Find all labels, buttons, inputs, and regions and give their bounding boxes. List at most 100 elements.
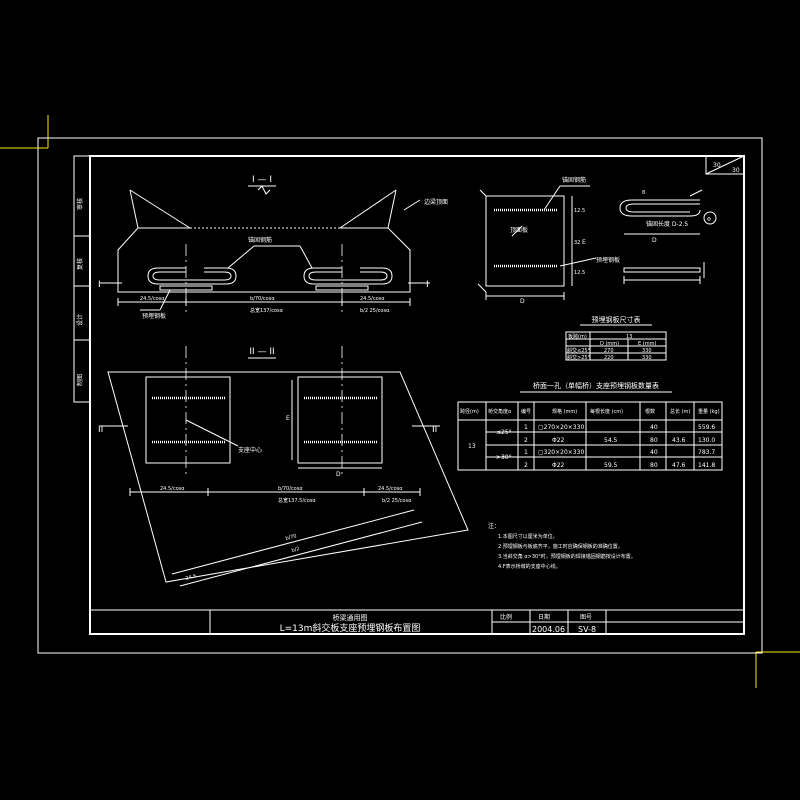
corner-code-a: 30 [713,162,721,169]
corner-code-b: 30 [732,167,740,174]
section-ii-dim-e: E [286,415,290,422]
size-r1c2: 330 [642,355,652,361]
section-ii-dim-left: 24.5/cosα [160,486,185,492]
hook-dia: Φ [707,217,711,223]
plate-anchor-label: 锚固钢筋 [562,176,586,184]
qty-g1r1-spec: Φ22 [552,462,565,469]
side-strip: 审核 复核 设计 制图 [73,155,91,403]
qty-g1r1-count: 80 [650,462,658,469]
section-i-anchor-label: 锚固钢筋 [248,236,272,244]
notes-block: 注： 1.本图尺寸以厘米为单位。 2.预埋钢板与板底齐平，施工时应确保钢板的准确… [488,522,636,570]
qty-g0r1-spec: Φ22 [552,437,565,444]
section-ii-right-mark: II [432,425,437,435]
section-i-plate-label: 预埋钢板 [142,312,166,320]
size-sh1: D (mm) [600,341,619,347]
qty-h4: 每根长度 (cm) [590,408,623,415]
side-label-3: 设计 [76,314,84,326]
plate-side-h1: 12.5 [574,208,585,214]
hook-note: 锚固长度 D-2.5 [646,220,688,228]
plate-side-h3: 12.5 [574,270,585,276]
section-ii-view: II — II II II 支座中心 D E [98,346,469,587]
qty-h5: 根数 [645,408,655,415]
size-r0c0: 斜交≤25° [567,347,591,354]
crop-marks [0,115,800,688]
size-table: 预埋钢板尺寸表 板跨(m) 13 D (mm) E (mm) 斜交≤25° 27… [565,315,667,361]
section-i-dim-right: 24.5/cosα [360,296,385,302]
note-1: 1.本图尺寸以厘米为单位。 [498,533,558,540]
qty-h1: 桥交角度α [488,408,512,415]
note-2: 2.预埋钢板与板底齐平，施工时应确保钢板的准确位置。 [498,543,623,550]
qty-g1r1-total: 47.6 [672,462,686,469]
title-sheet-no: SV-8 [578,625,596,634]
section-i-dim-mid: b/70/cosα [250,296,275,302]
section-i-dim-right2: b/2 25/cosα [360,308,390,314]
size-r0c1: 270 [604,348,614,354]
sheet-outer-border [37,137,763,654]
plate-top-face-label: 顶面板 [510,226,528,234]
qty-h7: 重量 (kg) [698,408,720,415]
plate-dim-e: E [582,239,586,246]
section-ii-skew-left: 24.5 [185,573,197,582]
qty-g1r0-weight: 783.7 [698,449,715,456]
section-ii-dim-total: 总宽137.5/cosα [278,497,316,504]
size-h1: 13 [626,334,632,340]
side-label-1: 审核 [76,198,84,210]
qty-g1r1-len: 59.5 [604,462,618,469]
qty-g1r0-count: 40 [650,449,658,456]
note-3: 3.当斜交角 α>30°时，预埋钢板的焊接锚固钢筋按设计布置。 [498,553,636,560]
section-i-view: I — I I I 锚固钢筋 边梁顶面 [98,175,448,320]
section-i-dim-total: 总宽137/cosα [250,307,284,314]
qty-table-title: 桥面一孔（单幅桥）支座预埋钢板数量表 [533,381,659,390]
section-ii-dim-right2: b/2 25/cosα [382,498,412,504]
section-i-dim-left: 24.5/cosα [140,296,165,302]
qty-h6: 总长 (m) [670,408,690,415]
section-i-beam-surface-label: 边梁顶面 [424,198,448,206]
size-r0c2: 330 [642,348,652,354]
title-date: 2004.06 [532,625,565,634]
qty-angle-0: ≤25° [496,429,512,436]
section-ii-dim-mid: b/70/cosα [278,486,303,492]
plate-side-h2: 32 [574,240,580,246]
section-i-title: I — I [252,175,272,185]
title-project: 桥梁通用图 [333,613,368,622]
title-drawing: L=13m斜交板支座预埋钢板布置图 [280,622,421,634]
section-ii-skew-a: b/70 [285,533,297,542]
size-r1c1: 220 [604,355,614,361]
size-r1c0: 斜交>25° [567,354,591,361]
title-date-label: 日期 [538,613,550,621]
qty-g0r1-no: 2 [524,437,528,444]
size-sh2: E (mm) [638,341,656,347]
qty-g0r1-len: 54.5 [604,437,618,444]
size-table-title: 预埋钢板尺寸表 [592,315,641,324]
qty-g0r1-weight: 130.0 [698,437,715,444]
qty-g1r0-no: 1 [524,449,528,456]
plate-detail-view: 锚固钢筋 顶面板 预埋钢板 12.5 32 12.5 E D 8 锚固长度 D-… [477,176,717,305]
title-block: 桥梁通用图 L=13m斜交板支座预埋钢板布置图 比例 日期 图号 2004.06… [90,609,744,634]
qty-g0r0-spec: ▢270×20×330 [538,424,584,431]
section-ii-title: II — II [249,347,274,357]
qty-g0r0-count: 40 [650,424,658,431]
qty-g1r1-no: 2 [524,462,528,469]
qty-span: 13 [468,443,476,450]
qty-g0r0-weight: 559.6 [698,424,715,431]
corner-code-box: 30 30 [705,155,745,175]
section-i-right-mark: I [426,280,429,290]
notes-title: 注： [488,522,500,530]
section-ii-left-mark: II [98,425,103,435]
qty-g0r0-no: 1 [524,424,528,431]
side-label-4: 制图 [76,374,84,386]
qty-g0r1-total: 43.6 [672,437,686,444]
qty-h3: 规格 (mm) [552,408,577,415]
section-i-left-mark: I [98,280,101,290]
hook-top-dim: 8 [642,190,645,196]
size-h0: 板跨(m) [568,333,587,340]
plate-dim-d: D [520,298,525,305]
title-sheet-label: 图号 [580,614,592,621]
section-ii-skew-b: b/2 [291,546,300,554]
plate-steel-label: 预埋钢板 [596,256,620,264]
quantity-table: 桥面一孔（单幅桥）支座预埋钢板数量表 跨径(m) 桥交角度α 编号 规格 (mm… [457,381,723,471]
hook-dim-d: D [652,237,657,244]
qty-g1r0-spec: ▢320×20×330 [538,449,584,456]
side-label-2: 复核 [76,258,84,270]
